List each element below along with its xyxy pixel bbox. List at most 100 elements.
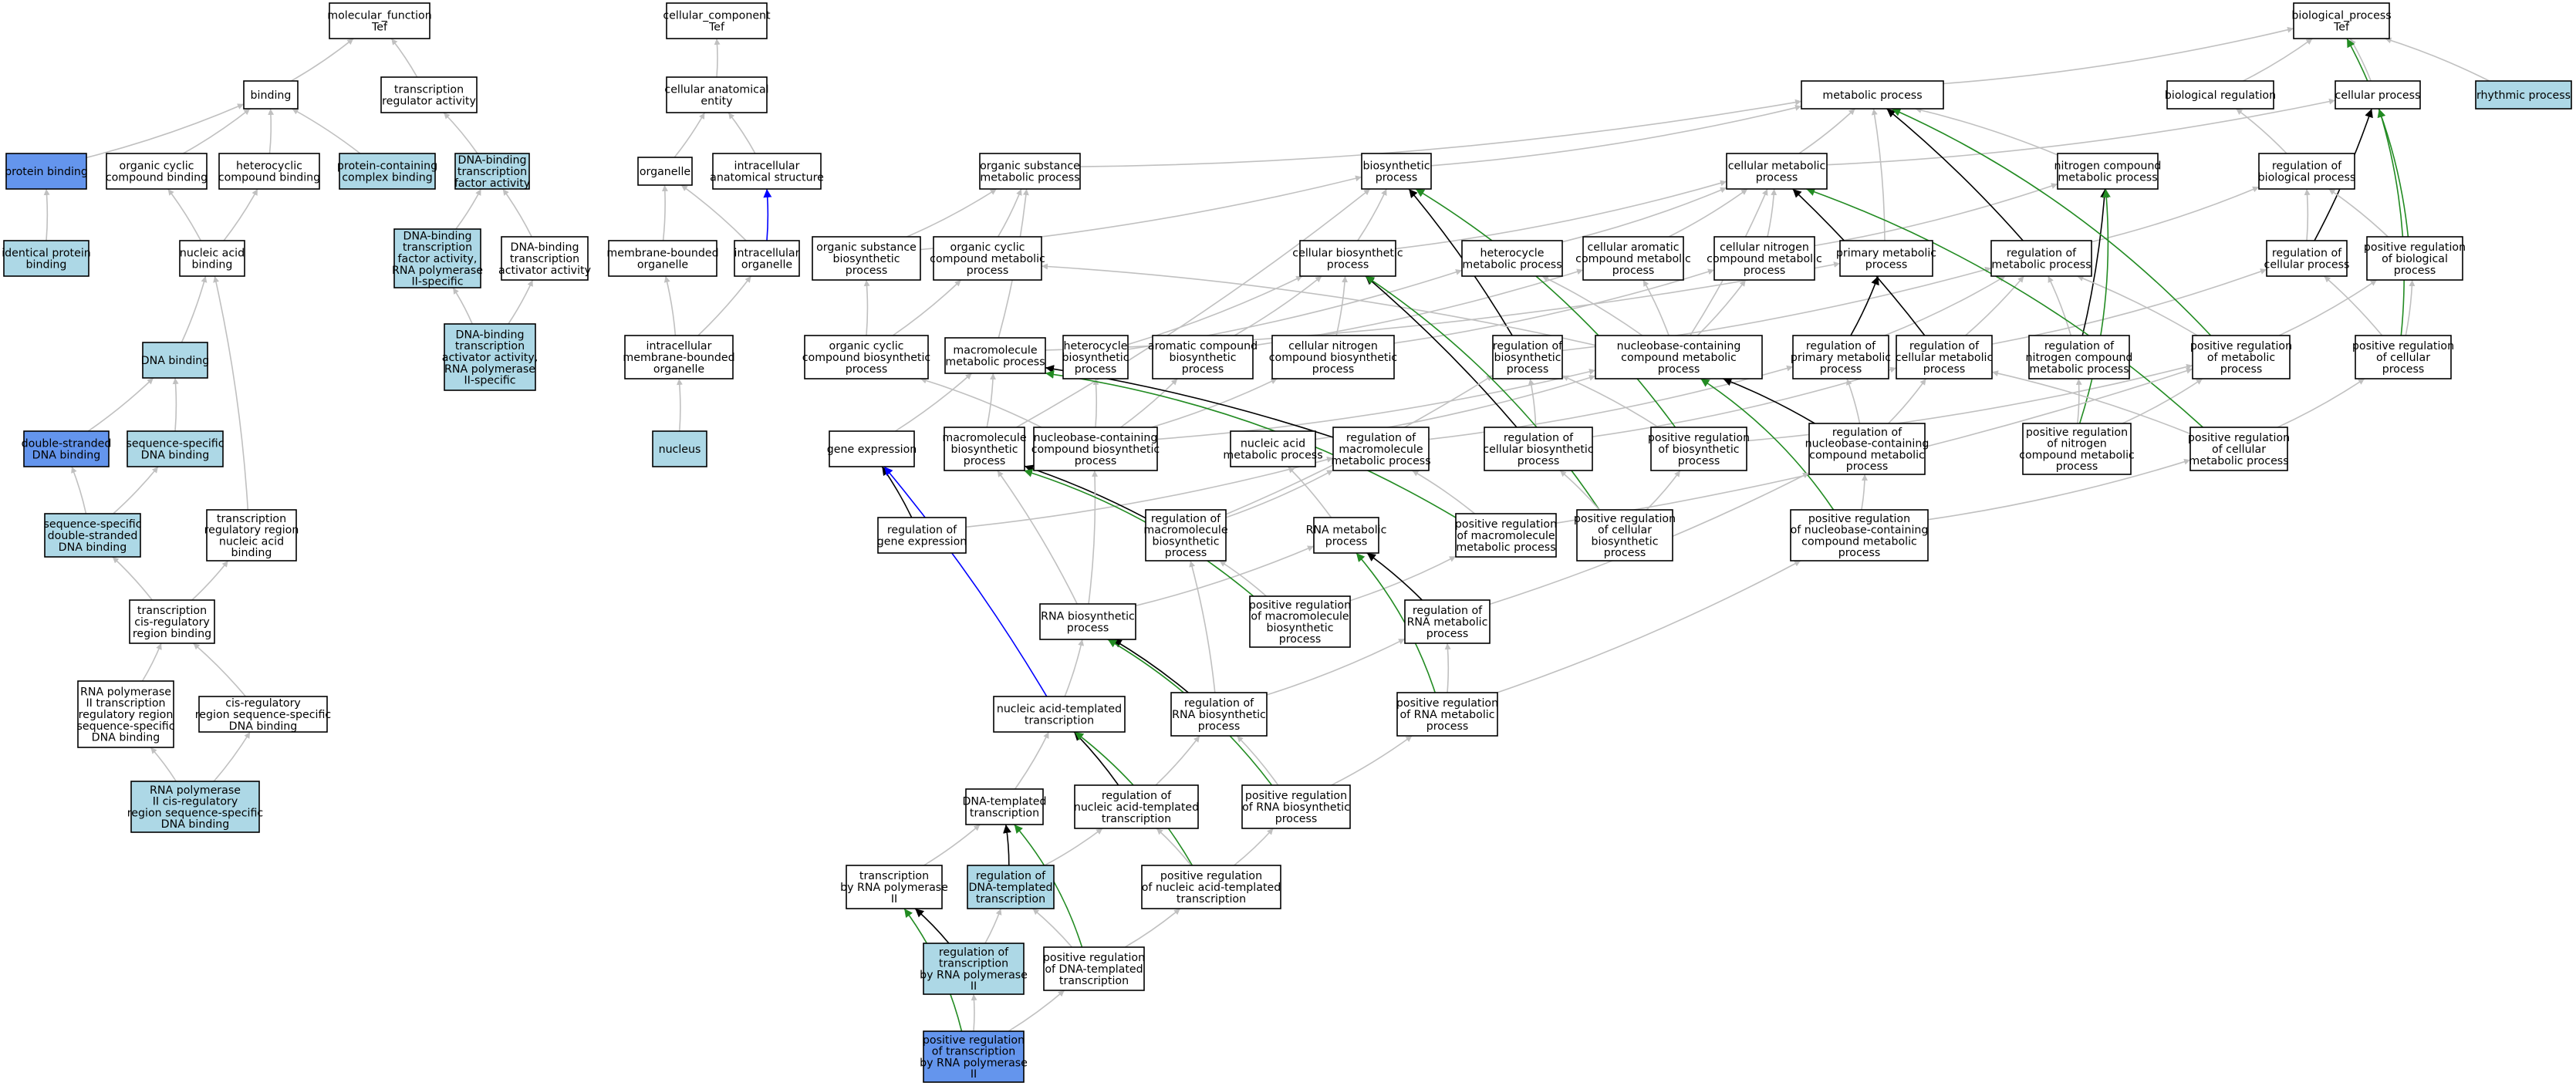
node-protbind[interactable]: protein binding: [5, 153, 88, 190]
edge-occb-to-binding: [183, 108, 251, 154]
node-cellproc[interactable]: cellular process: [2335, 80, 2421, 110]
node-bioreg[interactable]: biological regulation: [2165, 80, 2276, 110]
node-label-line: Tef: [2333, 21, 2350, 33]
node-nucleus[interactable]: nucleus: [652, 430, 707, 467]
edge-hbp-to-cbp: [1127, 275, 1303, 346]
node-binding[interactable]: binding: [243, 80, 299, 110]
node-rhythmic[interactable]: rhythmic process: [2475, 80, 2572, 110]
node-organelle[interactable]: organelle: [637, 157, 693, 186]
edge-imbo-to-intrac: [697, 275, 752, 336]
node-metproc[interactable]: metabolic process: [1801, 80, 1944, 110]
edge-regnbcmp-to-regpmp: [1846, 378, 1861, 424]
edge-nbcmp-to-hmp: [1541, 275, 1643, 336]
node-geneexp[interactable]: gene expression: [827, 430, 917, 467]
node-dnab[interactable]: DNA binding: [141, 342, 210, 379]
node-label-line: macromolecule: [1143, 524, 1227, 537]
